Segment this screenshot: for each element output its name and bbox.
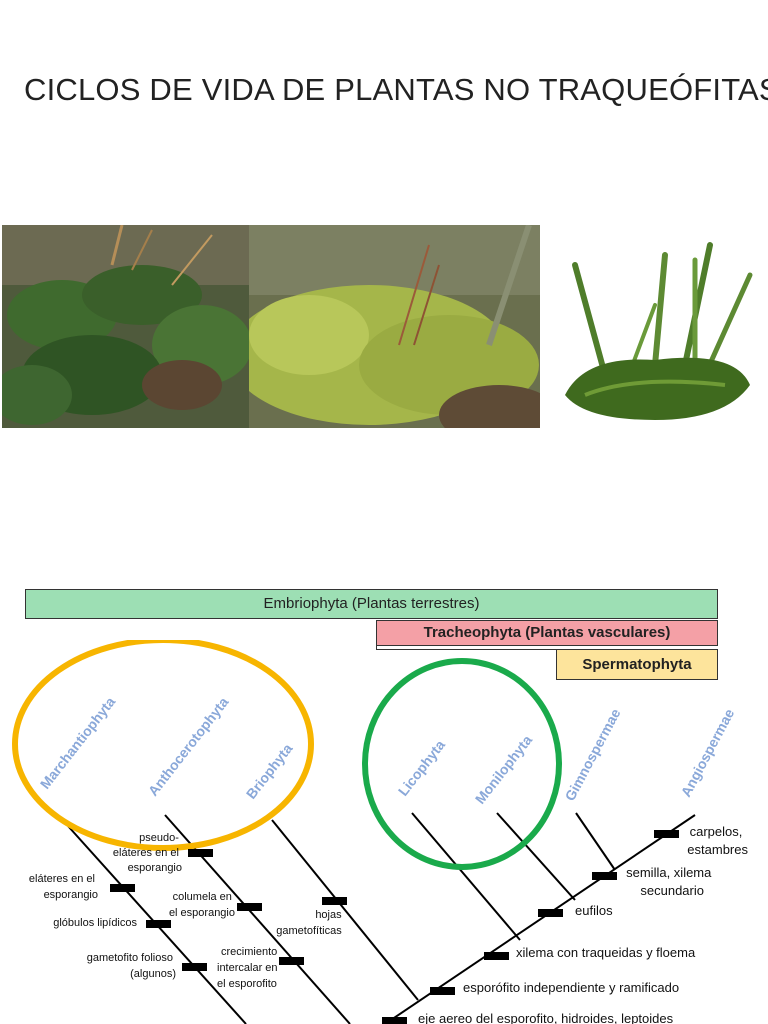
char-elateres: eláteres en el esporangio — [29, 873, 98, 901]
branch-briophyta — [271, 819, 419, 1001]
char-columela: columela en el esporangio — [169, 891, 235, 919]
liverwort-photo — [2, 225, 249, 428]
tick-gametofito — [182, 963, 207, 971]
moss-photo — [249, 225, 540, 428]
taxon-angiospermae: Angiospermae — [678, 706, 738, 800]
spermatophyta-bar: Spermatophyta — [556, 649, 718, 680]
char-eje-aereo: eje aereo del esporofito, hidroides, lep… — [418, 1011, 674, 1024]
cladogram: Marchantiophyta Anthocerotophyta Briophy… — [12, 640, 748, 1024]
tracheophyta-bar: Tracheophyta (Plantas vasculares) — [376, 620, 718, 646]
tick-hojas — [322, 897, 347, 905]
vascular-circle — [362, 658, 562, 870]
tick-xilema — [484, 952, 509, 960]
char-pseudo: pseudo- eláteres en el esporangio — [113, 832, 182, 874]
slide-title: CICLOS DE VIDA DE PLANTAS NO TRAQUEÓFITA… — [24, 72, 768, 107]
tick-semilla — [592, 872, 617, 880]
char-eufilos: eufilos — [575, 903, 613, 918]
tick-carpelos — [654, 830, 679, 838]
non-vascular-circle — [12, 640, 314, 851]
char-esporofito-indep: esporófito independiente y ramificado — [463, 980, 679, 995]
tick-pseudo — [188, 849, 213, 857]
tick-crecimiento — [279, 957, 304, 965]
taxon-briophyta: Briophyta — [243, 740, 296, 802]
character-ticks — [110, 830, 679, 1024]
branch-gimnospermae — [575, 812, 616, 871]
char-crecimiento: crecimiento intercalar en el esporofito — [217, 946, 281, 990]
char-hojas: hojas gametofíticas — [276, 909, 344, 937]
tick-eufilos — [538, 909, 563, 917]
taxon-monilophyta: Monilophyta — [472, 732, 535, 807]
branch-licophyta — [411, 812, 521, 941]
char-globulos: glóbulos lipídicos — [53, 917, 137, 929]
taxon-anthocerotophyta: Anthocerotophyta — [145, 694, 232, 799]
char-xilema: xilema con traqueidas y floema — [516, 945, 696, 960]
tick-globulos — [146, 920, 171, 928]
tick-elateres — [110, 884, 135, 892]
char-carpelos: carpelos, estambres — [687, 824, 748, 857]
branch-monilophyta — [496, 812, 576, 901]
embriophyta-bar: Embriophyta (Plantas terrestres) — [25, 589, 718, 619]
taxon-gimnospermae: Gimnospermae — [562, 706, 624, 804]
char-semilla: semilla, xilema secundario — [626, 865, 715, 898]
taxon-marchantiophyta: Marchantiophyta — [37, 694, 119, 792]
tracheophyta-bar-extension — [376, 646, 556, 650]
tick-eje-aereo — [382, 1017, 407, 1024]
hornwort-photo — [545, 235, 760, 430]
tick-columela — [237, 903, 262, 911]
tick-esporofito-indep — [430, 987, 455, 995]
taxon-licophyta: Licophyta — [395, 737, 448, 799]
char-gametofito: gametofito folioso (algunos) — [87, 952, 176, 980]
